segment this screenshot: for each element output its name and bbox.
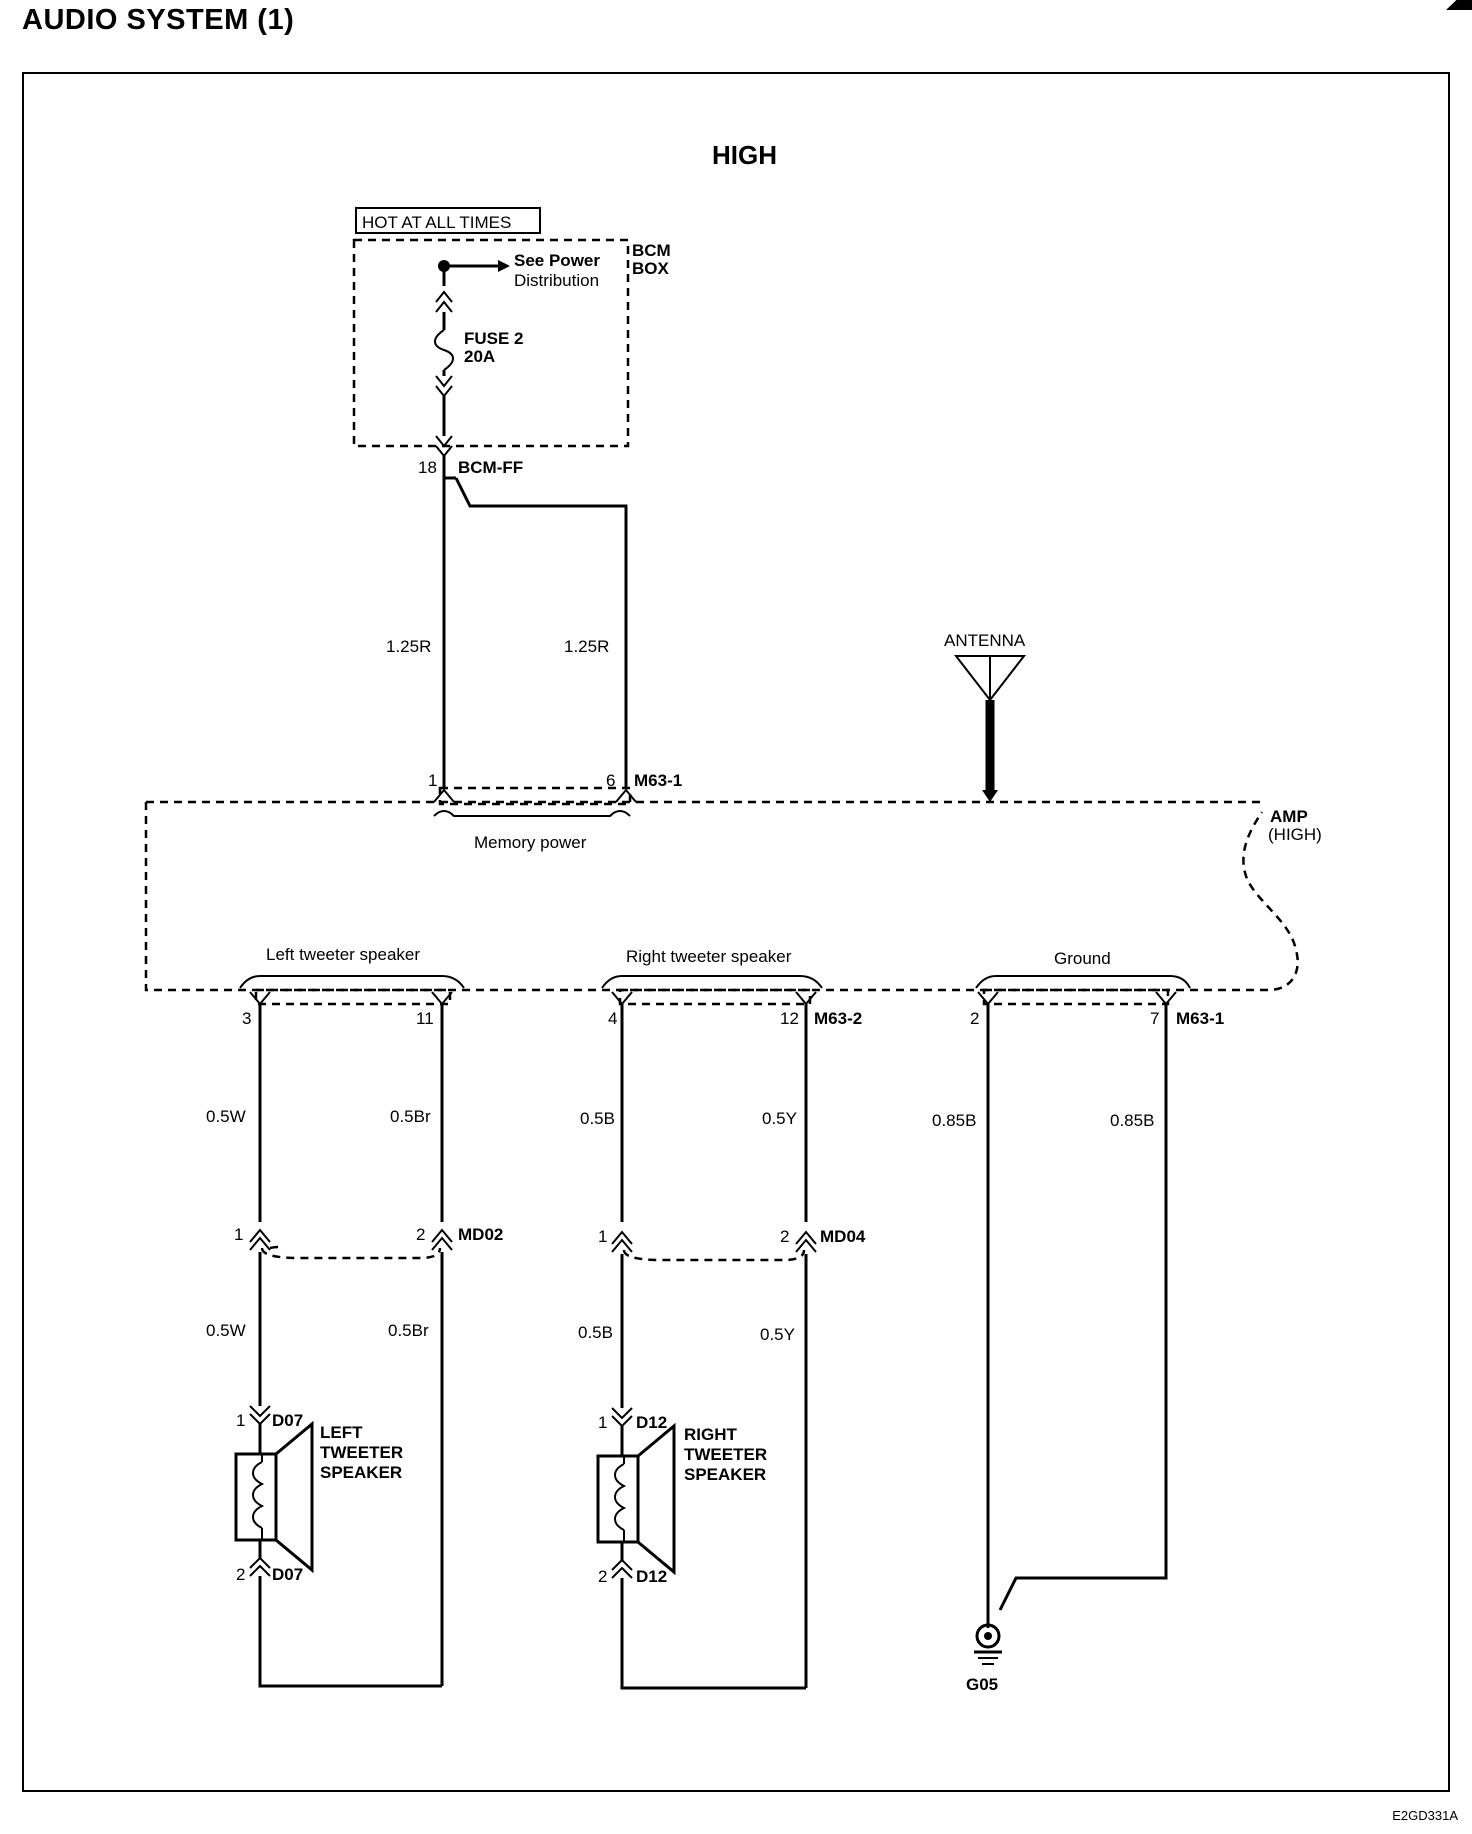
ground-connector-outline (982, 988, 1170, 1006)
left-speaker-label-2: TWEETER (320, 1443, 403, 1462)
md02-connector-outline (260, 1245, 442, 1260)
md02-connector-chevron-icon (249, 1228, 453, 1251)
bcm-box-label-1: BCM (632, 241, 671, 260)
left-tweeter-brace (239, 975, 465, 989)
right-tweeter-group-label: Right tweeter speaker (626, 947, 792, 966)
m63-1-ground-label: M63-1 (1176, 1009, 1224, 1028)
power-wire-right-label: 1.25R (564, 637, 609, 656)
variant-label: HIGH (712, 140, 777, 170)
corner-tab-mark (1446, 0, 1472, 10)
m63-top-connector-outline (438, 786, 632, 806)
fuse-icon (434, 329, 454, 371)
amp-pin-7: 7 (1150, 1009, 1159, 1028)
see-power-label-2: Distribution (514, 271, 599, 290)
md04-connector-chevron-icon (611, 1230, 817, 1253)
connector-chevron-icon (435, 375, 453, 398)
left-speaker-return-wire (258, 1576, 442, 1688)
amp-label-2: (HIGH) (1268, 825, 1322, 844)
d12-top-chevron-icon (611, 1407, 633, 1428)
right-speaker-return-wire (620, 1578, 806, 1690)
right-tweeter-connector-outline (618, 988, 812, 1006)
right-speaker-label-1: RIGHT (684, 1425, 738, 1444)
d07-bottom-pin: 2 (236, 1565, 245, 1584)
right-speaker-label-3: SPEAKER (684, 1465, 766, 1484)
amp-pin-12: 12 (780, 1009, 799, 1028)
hot-at-all-times-box (355, 207, 541, 234)
wire-label-rt-b-lower: 0.5Y (760, 1325, 795, 1344)
ground-brace (975, 975, 1191, 989)
hot-at-all-times-label: HOT AT ALL TIMES (362, 213, 511, 232)
wire-label-rt-b-upper: 0.5Y (762, 1109, 797, 1128)
d12-bottom-pin: 2 (598, 1567, 607, 1586)
amp-label-1: AMP (1270, 807, 1308, 826)
md02-name: MD02 (458, 1225, 503, 1244)
left-speaker-label-1: LEFT (320, 1423, 363, 1442)
md02-pin-1: 1 (234, 1225, 243, 1244)
bcm-ff-name: BCM-FF (458, 458, 523, 477)
md04-connector-outline (622, 1249, 806, 1262)
d12-top-pin: 1 (598, 1413, 607, 1432)
left-tweeter-group-label: Left tweeter speaker (266, 945, 420, 964)
bcm-box (352, 238, 630, 448)
wire-label-rt-a-upper: 0.5B (580, 1109, 615, 1128)
connector-chevron-icon (249, 991, 1177, 1006)
m63-top-name: M63-1 (634, 771, 682, 790)
d12-bottom-chevron-icon (611, 1558, 633, 1579)
amp-pin-2: 2 (970, 1009, 979, 1028)
md04-pin-2: 2 (780, 1227, 789, 1246)
d12-bottom-name: D12 (636, 1567, 667, 1586)
right-tweeter-speaker-icon (596, 1422, 676, 1576)
wire-label-lt-a-lower: 0.5W (206, 1321, 246, 1340)
wire-label-gnd-a: 0.85B (932, 1111, 976, 1130)
see-power-label-1: See Power (514, 251, 600, 270)
d07-top-chevron-icon (249, 1405, 271, 1426)
wire-label-lt-a-upper: 0.5W (206, 1107, 246, 1126)
d07-top-pin: 1 (236, 1411, 245, 1430)
page-title: AUDIO SYSTEM (1) (22, 4, 295, 36)
m63-top-pin-1: 1 (428, 771, 437, 790)
memory-power-brace (433, 810, 631, 817)
m63-2-label: M63-2 (814, 1009, 862, 1028)
amp-pin-4: 4 (608, 1009, 617, 1028)
ground-symbol-icon (974, 1623, 1002, 1665)
fuse-name: FUSE 2 (464, 329, 524, 348)
left-tweeter-connector-outline (254, 988, 452, 1006)
antenna-arrow-icon (982, 790, 998, 802)
d07-bottom-name: D07 (272, 1565, 303, 1584)
antenna-label: ANTENNA (944, 631, 1026, 650)
arrow-right-icon (498, 260, 510, 272)
d12-top-name: D12 (636, 1413, 667, 1432)
right-speaker-label-2: TWEETER (684, 1445, 767, 1464)
bcm-ff-pin: 18 (418, 458, 437, 477)
power-wire-left-label: 1.25R (386, 637, 431, 656)
md04-name: MD04 (820, 1227, 866, 1246)
d07-bottom-chevron-icon (249, 1556, 271, 1577)
right-tweeter-brace (601, 975, 823, 989)
ground-point-label: G05 (966, 1675, 998, 1694)
connector-chevron-icon (433, 788, 637, 803)
ground-wire-b (998, 1004, 1168, 1611)
ground-group-label: Ground (1054, 949, 1111, 968)
md02-pin-2: 2 (416, 1225, 425, 1244)
connector-chevron-icon (435, 290, 453, 313)
wire-label-lt-b-upper: 0.5Br (390, 1107, 431, 1126)
m63-top-pin-6: 6 (606, 771, 615, 790)
wire-label-rt-a-lower: 0.5B (578, 1323, 613, 1342)
memory-power-label: Memory power (474, 833, 587, 852)
amp-pin-11: 11 (416, 1009, 434, 1028)
d07-top-name: D07 (272, 1411, 303, 1430)
wire-label-gnd-b: 0.85B (1110, 1111, 1154, 1130)
power-wire-right (454, 477, 628, 788)
diagram-frame (22, 72, 1450, 1792)
amp-pin-3: 3 (242, 1009, 251, 1028)
fuse-rating: 20A (464, 347, 495, 366)
figure-code: E2GD331A (1392, 1808, 1458, 1823)
amp-boundary (144, 800, 1299, 992)
md04-pin-1: 1 (598, 1227, 607, 1246)
bcm-box-label-2: BOX (632, 259, 670, 278)
left-speaker-label-3: SPEAKER (320, 1463, 402, 1482)
wire-label-lt-b-lower: 0.5Br (388, 1321, 429, 1340)
left-tweeter-speaker-icon (234, 1420, 314, 1574)
